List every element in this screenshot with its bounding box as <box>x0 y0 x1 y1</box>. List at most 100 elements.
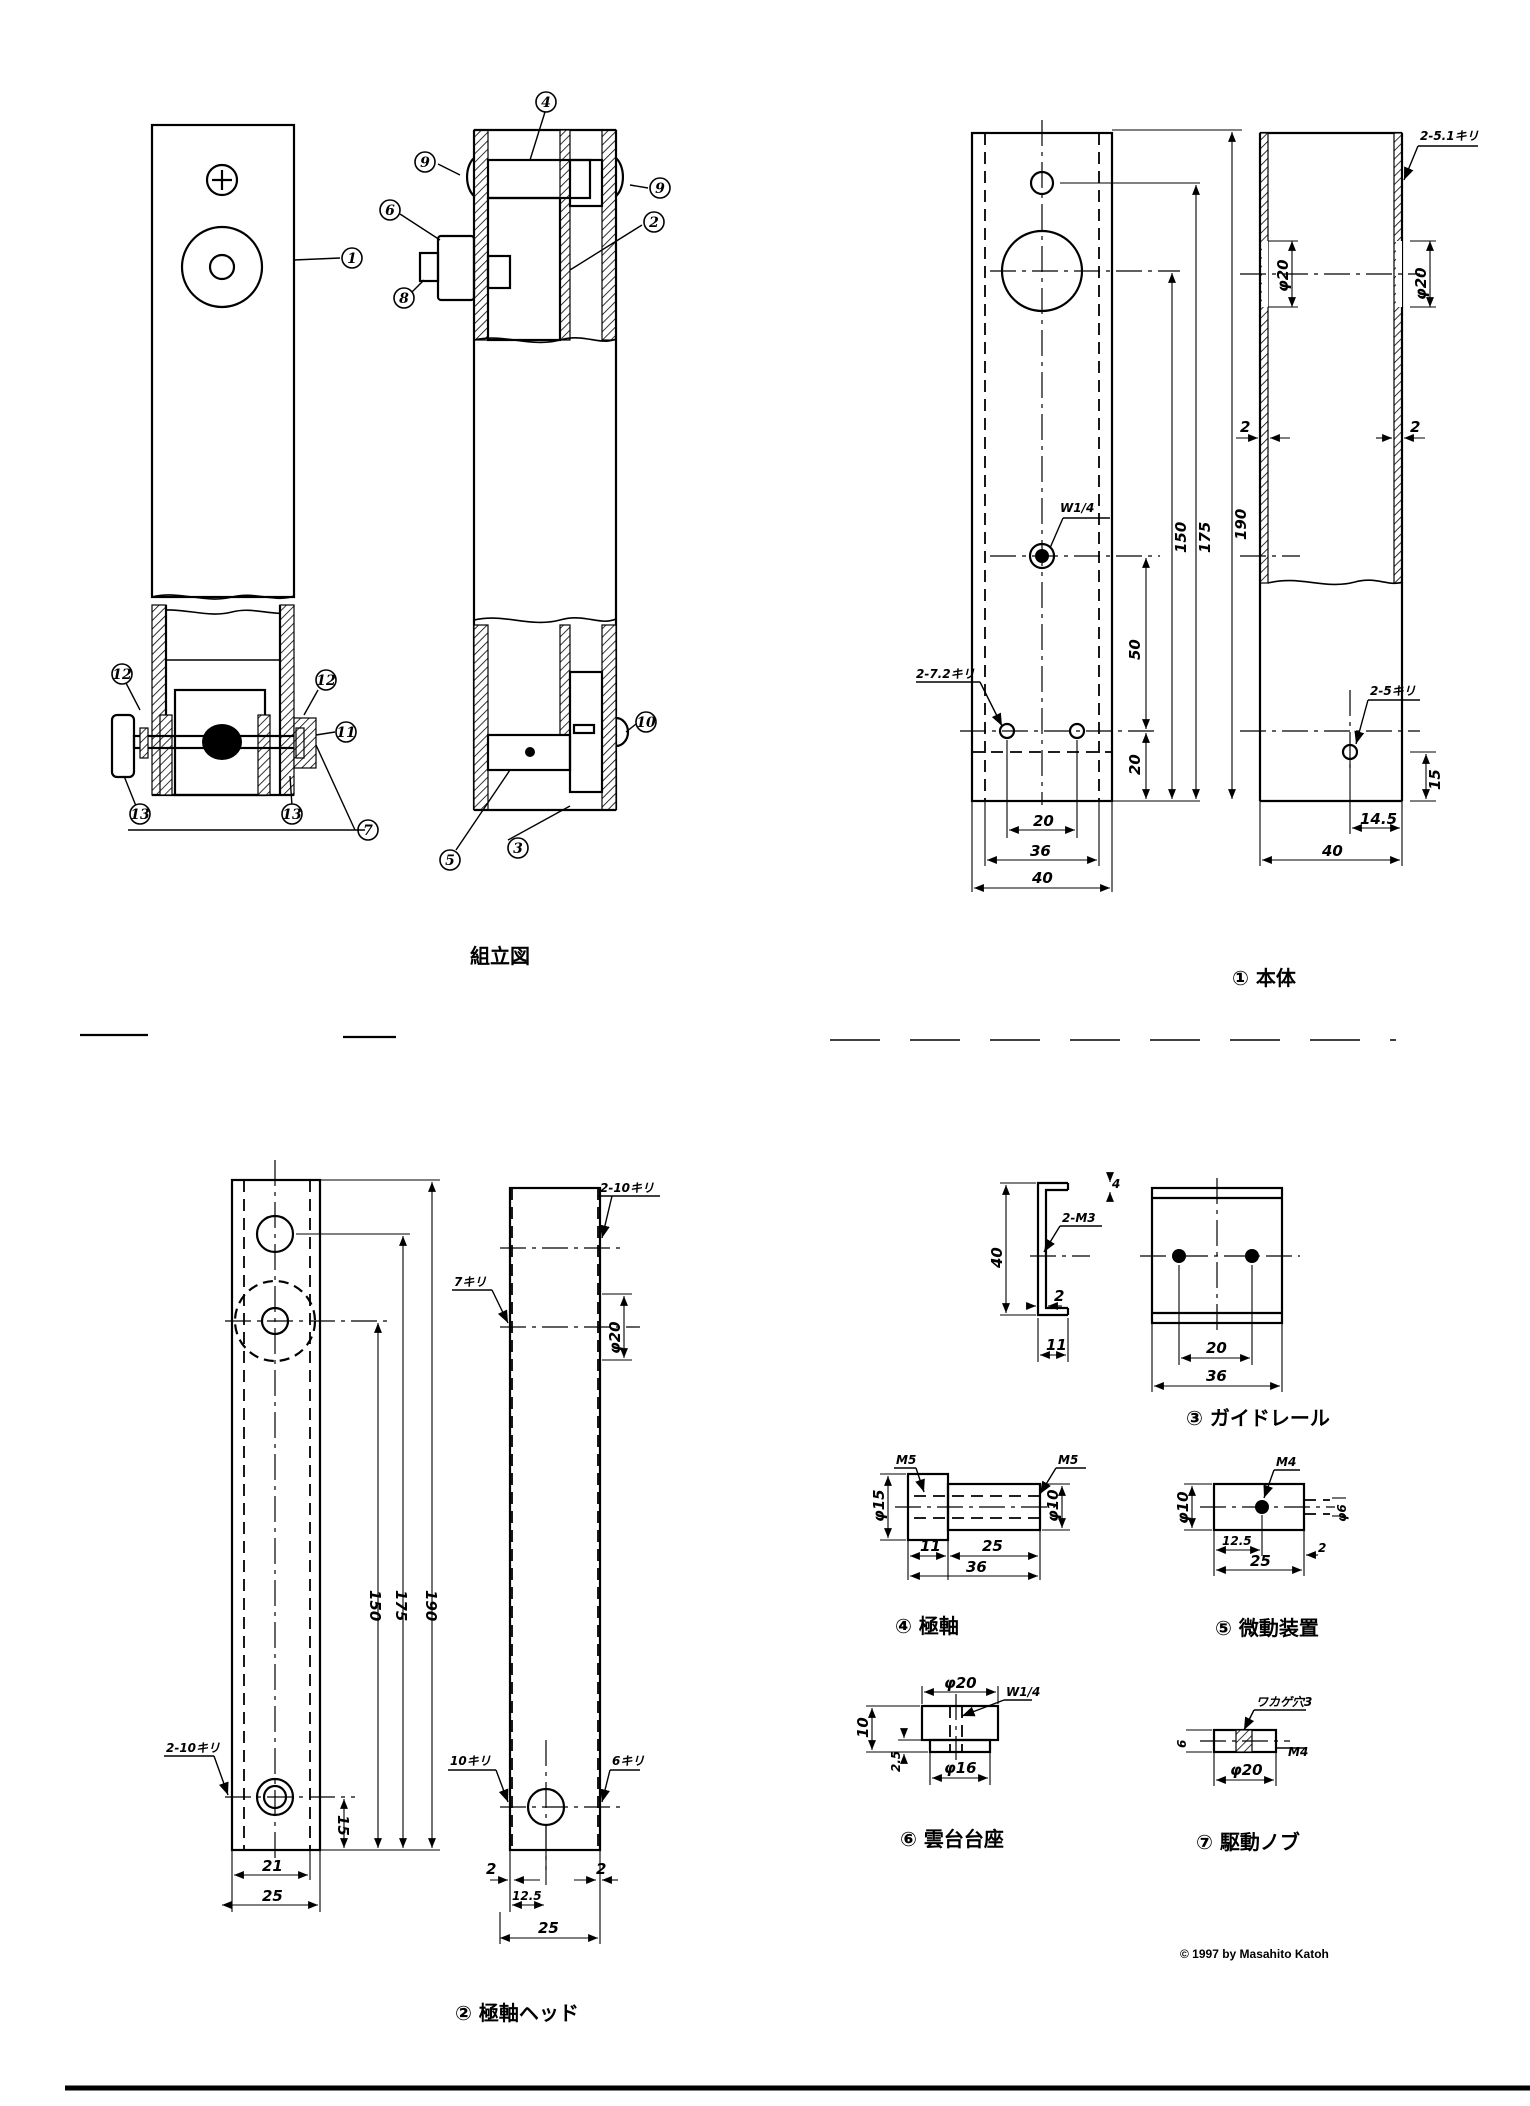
balloon-9b: 9 <box>655 181 665 197</box>
assembly-balloons: 1 2 3 4 5 6 7 8 9 9 10 11 12 12 13 13 <box>111 91 671 871</box>
dim-fine-phi10: φ10 <box>1174 1491 1192 1524</box>
dim-body-150: 150 <box>1172 522 1190 553</box>
dim-head-w12-5: 12.5 <box>512 1889 542 1903</box>
dim-shaft-w25: 25 <box>982 1537 1003 1555</box>
balloon-1: 1 <box>347 251 357 267</box>
dim-guide-t2: 2 <box>1054 1287 1064 1305</box>
dim-mount-phi20: φ20 <box>944 1674 977 1692</box>
dim-head-190: 190 <box>422 1590 440 1621</box>
shaft-view: φ15 φ10 M5 M5 11 25 36 <box>870 1453 1086 1580</box>
dim-knob-h6: 6 <box>1175 1740 1189 1748</box>
dim-body-175: 175 <box>1196 522 1214 553</box>
dim-body-w40: 40 <box>1031 869 1053 887</box>
balloon-11: 11 <box>336 725 355 741</box>
dim-shaft-phi10: φ10 <box>1044 1489 1062 1522</box>
dim-guide-w20: 20 <box>1206 1339 1227 1357</box>
balloon-12a: 12 <box>112 667 132 683</box>
balloon-13b: 13 <box>282 807 302 823</box>
dim-body-t2b: 2 <box>1410 418 1420 436</box>
label-body-drill-2-5-1: 2-5.1キリ <box>1420 129 1479 143</box>
balloon-4: 4 <box>541 95 551 111</box>
label-knob-note: ワカゲ穴3 <box>1256 1695 1312 1709</box>
guide-rail-views: 40 2-M3 2 11 4 20 36 <box>988 1172 1300 1392</box>
label-guide-m3: 2-M3 <box>1062 1211 1096 1225</box>
dim-head-w25: 25 <box>262 1887 283 1905</box>
head-front-view: 190 175 150 15 21 25 2-10キリ <box>164 1160 440 1912</box>
dim-head-175: 175 <box>392 1590 410 1621</box>
balloon-2: 2 <box>648 215 659 231</box>
separators <box>65 1033 1530 2091</box>
dim-guide-t4: 4 <box>1111 1177 1120 1191</box>
dim-body-w36: 36 <box>1030 842 1051 860</box>
dim-head-w25b: 25 <box>538 1919 559 1937</box>
dim-head-w21: 21 <box>262 1857 283 1875</box>
balloon-3: 3 <box>513 841 523 857</box>
caption-body: ① 本体 <box>1232 966 1297 990</box>
label-head-drill-2-10b: 2-10キリ <box>600 1181 654 1195</box>
label-head-drill-6: 6キリ <box>612 1754 644 1768</box>
head-side-view: φ20 2 2 12.5 25 2-10キリ 7キリ 10キリ 6キリ <box>448 1181 660 1944</box>
label-head-drill-2-10a: 2-10キリ <box>166 1741 220 1755</box>
caption-head: ② 極軸ヘッド <box>455 2001 579 2025</box>
dim-body-phi20b: φ20 <box>1412 267 1430 300</box>
label-shaft-m5b: M5 <box>1058 1453 1078 1467</box>
label-shaft-m5a: M5 <box>896 1453 916 1467</box>
caption-mount: ⑥ 雲台台座 <box>900 1827 1004 1851</box>
dim-head-phi20: φ20 <box>606 1321 624 1354</box>
label-mount-w14: W1/4 <box>1006 1685 1040 1699</box>
label-head-drill-10: 10キリ <box>450 1754 491 1768</box>
dim-fine-w25: 25 <box>1250 1552 1271 1570</box>
dim-head-t2a: 2 <box>486 1860 496 1878</box>
caption-fine: ⑤ 微動装置 <box>1215 1616 1319 1640</box>
label-body-w14: W1/4 <box>1060 501 1094 515</box>
copyright-text: © 1997 by Masahito Katoh <box>1180 1947 1329 1961</box>
caption-guide: ③ ガイドレール <box>1186 1406 1330 1430</box>
balloon-6: 6 <box>385 203 395 219</box>
dim-body-w20: 20 <box>1033 812 1054 830</box>
label-fine-m4: M4 <box>1276 1455 1296 1469</box>
balloon-12b: 12 <box>316 673 336 689</box>
assembly-front-view <box>110 123 317 797</box>
mount-base-view: φ20 W1/4 10 2.5 φ16 <box>854 1674 1040 1785</box>
dim-body-15: 15 <box>1426 769 1444 790</box>
dim-mount-h10: 10 <box>854 1717 872 1738</box>
dim-fine-w12-5: 12.5 <box>1222 1534 1252 1548</box>
balloon-10: 10 <box>636 715 656 731</box>
caption-shaft: ④ 極軸 <box>895 1614 959 1638</box>
dim-mount-h2-5: 2.5 <box>889 1751 903 1772</box>
dim-shaft-w36: 36 <box>966 1558 987 1576</box>
dim-fine-t2: 2 <box>1318 1541 1326 1555</box>
dim-mount-phi16: φ16 <box>944 1759 977 1777</box>
balloon-9a: 9 <box>420 155 430 171</box>
label-body-drill-2-7: 2-7.2キリ <box>916 667 975 681</box>
label-body-drill-2-5: 2-5キリ <box>1370 684 1416 698</box>
dim-guide-w36: 36 <box>1206 1367 1227 1385</box>
dim-body-50: 50 <box>1126 639 1144 660</box>
balloon-13a: 13 <box>130 807 150 823</box>
balloon-8: 8 <box>399 291 409 307</box>
dim-body-20: 20 <box>1126 754 1144 775</box>
caption-knob: ⑦ 駆動ノブ <box>1196 1830 1300 1854</box>
body-front-view: 190 175 150 50 20 20 36 40 W1/4 2-7.2キリ <box>916 120 1250 892</box>
dim-shaft-w11: 11 <box>920 1537 941 1555</box>
fine-motion-view: φ10 φ6 M4 12.5 25 2 <box>1174 1455 1349 1576</box>
dim-body-14-5: 14.5 <box>1360 810 1397 828</box>
label-head-drill-7: 7キリ <box>454 1275 486 1289</box>
body-side-view: φ20 φ20 2 2 40 14.5 15 2-5.1キリ 2-5キリ <box>1236 129 1479 866</box>
dim-guide-h40: 40 <box>988 1247 1006 1269</box>
dim-body-w40b: 40 <box>1321 842 1343 860</box>
dim-guide-w11: 11 <box>1046 1336 1067 1354</box>
dim-head-t2b: 2 <box>596 1860 606 1878</box>
dim-body-t2a: 2 <box>1240 418 1250 436</box>
drive-knob-view: ワカゲ穴3 6 M4 φ20 <box>1175 1695 1312 1786</box>
balloon-5: 5 <box>445 853 455 869</box>
dim-knob-phi20: φ20 <box>1230 1761 1263 1779</box>
assembly-section-view <box>418 128 630 812</box>
balloon-7: 7 <box>363 823 373 839</box>
dim-body-phi20a: φ20 <box>1274 259 1292 292</box>
dim-fine-phi6: φ6 <box>1335 1504 1349 1522</box>
dim-body-190: 190 <box>1232 509 1250 540</box>
label-knob-m4: M4 <box>1288 1745 1308 1759</box>
dim-shaft-phi15: φ15 <box>870 1489 888 1522</box>
